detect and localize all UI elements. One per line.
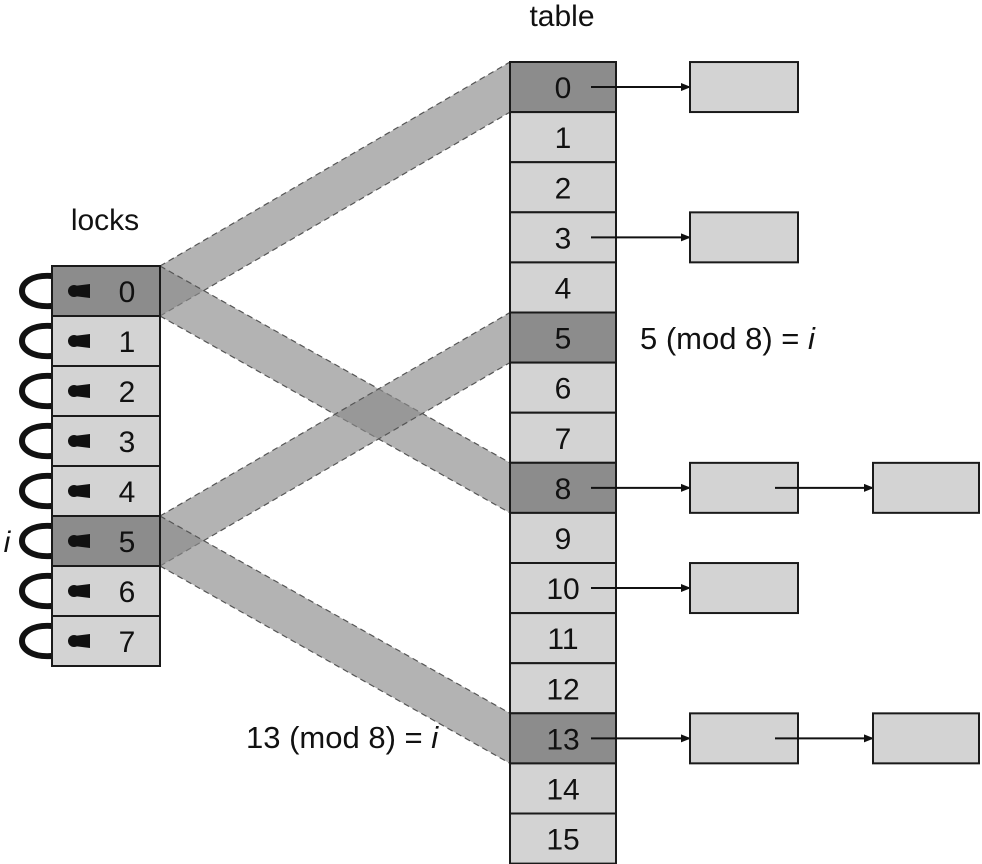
lock-shackle-7: [19, 622, 53, 660]
table-cell-label-13: 13: [546, 723, 579, 756]
lock-label-3: 3: [119, 426, 136, 459]
table-cell-4: [509, 261, 617, 314]
keyhole-icon: [68, 284, 90, 298]
band-lock-5-to-row-13: [160, 516, 510, 764]
band-edge-top: [159, 61, 511, 267]
lock-label-4: 4: [119, 476, 136, 509]
table-cell-label-0: 0: [555, 72, 572, 105]
band-edge-bottom: [159, 565, 511, 764]
lock-label-1: 1: [119, 326, 136, 359]
table-cell-label-1: 1: [555, 122, 572, 155]
keyhole-icon: [68, 434, 90, 448]
table-cell-label-2: 2: [555, 172, 572, 205]
table-cell-2: [509, 161, 617, 214]
table-cell-label-6: 6: [555, 373, 572, 406]
lock-cell-5: [51, 515, 161, 567]
table-cell-12: [509, 662, 617, 715]
table-cell-label-11: 11: [547, 623, 578, 656]
lock-label-5: 5: [119, 526, 136, 559]
equation-13-variable: i: [431, 720, 439, 755]
table-cell-9: [509, 511, 617, 565]
lock-i-marker: i: [4, 526, 12, 559]
band-lock-5-to-row-5: [160, 312, 510, 566]
table-cell-label-8: 8: [555, 473, 572, 506]
table-cell-5: [509, 311, 617, 364]
chain-node-row-10-1: [689, 562, 799, 615]
chain-node-row-3-1: [689, 211, 799, 264]
lock-shackle-4: [19, 472, 53, 510]
table-cell-1: [509, 111, 617, 164]
lock-shackle-0: [19, 272, 53, 310]
table-cell-7: [509, 411, 617, 464]
lock-to-bucket-bands: [159, 61, 511, 764]
band-edge-bottom: [159, 111, 511, 317]
band-lock-0-to-row-0: [160, 62, 510, 316]
table-cell-label-12: 12: [546, 673, 579, 706]
table-cell-6: [509, 361, 617, 414]
equation-5-mod-8: 5 (mod 8) = i: [640, 321, 816, 356]
table-cell-14: [509, 762, 617, 815]
table-cell-label-10: 10: [546, 573, 579, 606]
lock-cell-1: [51, 315, 161, 367]
keyhole-icon: [68, 334, 90, 348]
equation-5-expression: 5 (mod 8) =: [640, 321, 808, 356]
keyhole-icon: [68, 484, 90, 498]
lock-shackle-5: [19, 522, 53, 560]
band-edge-top: [159, 311, 511, 517]
keyhole-icon: [68, 584, 90, 598]
keyhole-icon: [68, 534, 90, 548]
equation-13-expression: 13 (mod 8) =: [246, 720, 431, 755]
lock-label-6: 6: [119, 576, 136, 609]
lock-shackle-2: [19, 372, 53, 410]
lock-shackle-1: [19, 322, 53, 360]
chain-node-row-13-2: [872, 712, 980, 765]
bucket-chains: [591, 61, 980, 765]
locks-array: 0 1 2 3 4 5 6 7: [19, 265, 161, 667]
table-cell-label-9: 9: [555, 523, 572, 556]
band-edge-top: [159, 265, 511, 464]
keyhole-icon: [68, 634, 90, 648]
band-lock-0-to-row-8: [160, 266, 510, 513]
keyhole-icon: [68, 384, 90, 398]
table-cell-label-15: 15: [546, 824, 579, 857]
table-cell-15: [509, 812, 617, 864]
table-cell-label-7: 7: [555, 423, 572, 456]
table-title: table: [529, 0, 594, 33]
table-cell-label-3: 3: [555, 222, 572, 255]
chain-node-row-0-1: [689, 61, 799, 114]
equation-5-variable: i: [808, 321, 816, 356]
table-cell-label-5: 5: [555, 323, 572, 356]
band-edge-top: [159, 515, 511, 714]
equation-13-mod-8: 13 (mod 8) = i: [246, 720, 439, 755]
lock-label-0: 0: [119, 276, 136, 309]
band-edge-bottom: [159, 362, 511, 567]
lock-label-2: 2: [119, 376, 136, 409]
chain-node-row-8-2: [872, 461, 980, 514]
table-cell-label-14: 14: [546, 773, 579, 806]
lock-label-7: 7: [119, 626, 136, 659]
table-cell-label-4: 4: [555, 272, 572, 305]
lock-shackle-3: [19, 422, 53, 460]
lock-shackle-6: [19, 572, 53, 610]
locks-title: locks: [71, 204, 139, 237]
